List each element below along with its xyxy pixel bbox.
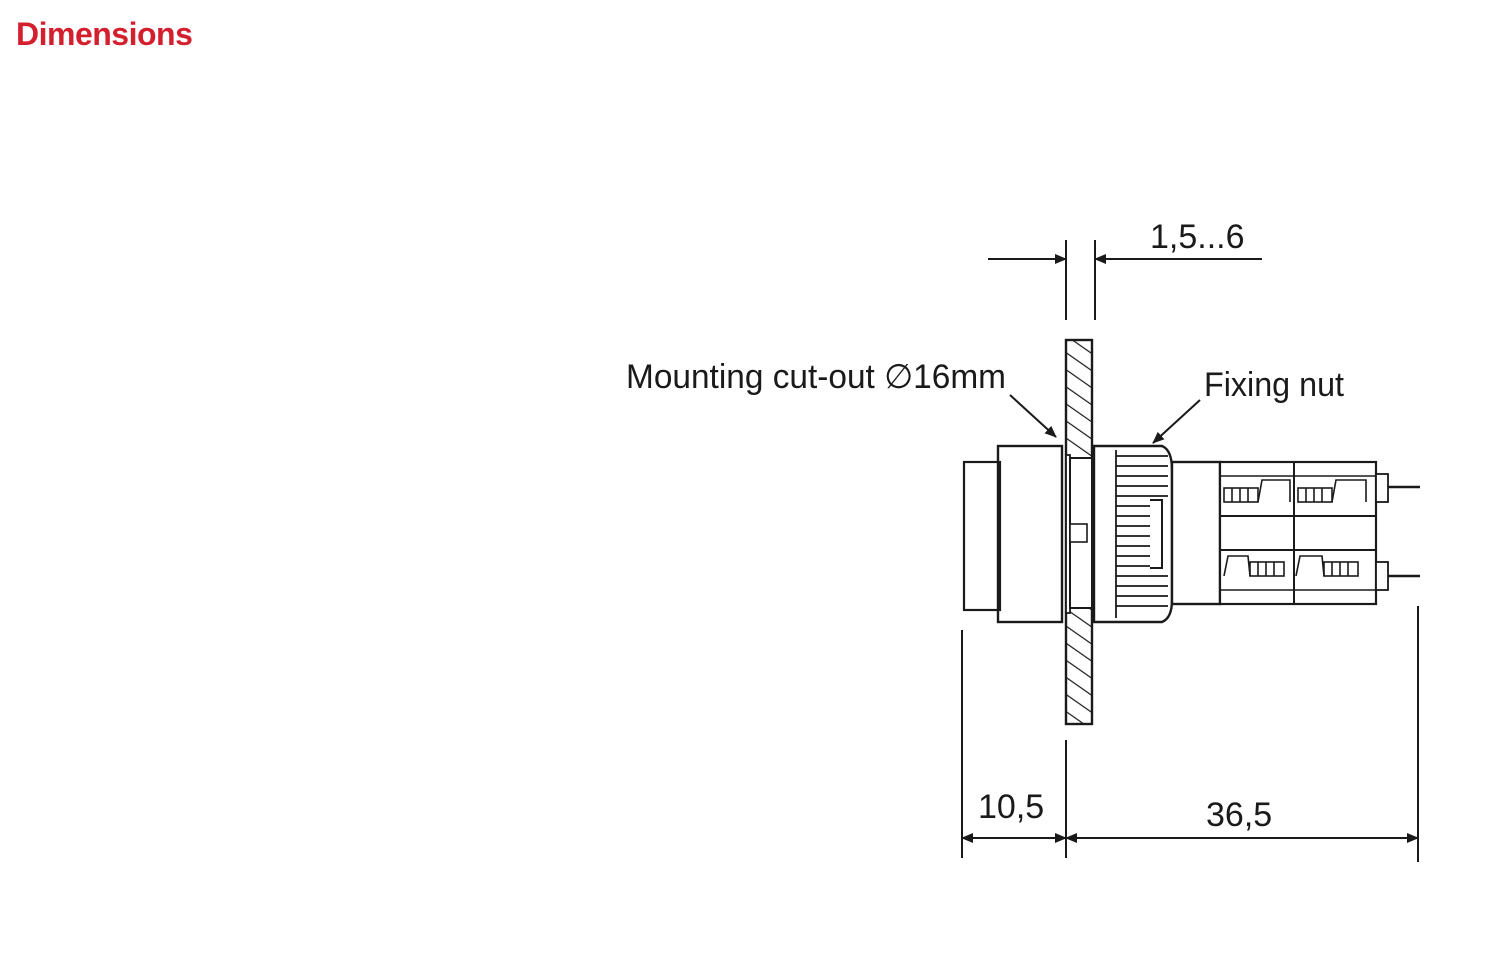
dim-panel-thickness: 1,5...6 <box>988 218 1262 320</box>
bushing <box>1065 454 1093 614</box>
switch-body <box>1170 460 1420 606</box>
leader-fixing-nut: Fixing nut <box>1152 366 1345 444</box>
rear-depth-value: 36,5 <box>1206 796 1272 834</box>
front-bezel <box>962 444 1064 624</box>
leader-mounting-cutout: Mounting cut-out ∅16mm <box>626 358 1057 438</box>
panel-thickness-value: 1,5...6 <box>1150 218 1245 256</box>
fixing-nut-label: Fixing nut <box>1204 366 1345 404</box>
dim-bottom: 10,5 36,5 <box>961 606 1419 862</box>
mounting-cutout-label: Mounting cut-out ∅16mm <box>626 358 1006 396</box>
terminal-pins <box>1375 473 1420 591</box>
front-depth-value: 10,5 <box>978 788 1044 826</box>
page-title: Dimensions <box>16 16 193 52</box>
fixing-nut <box>1092 444 1174 624</box>
